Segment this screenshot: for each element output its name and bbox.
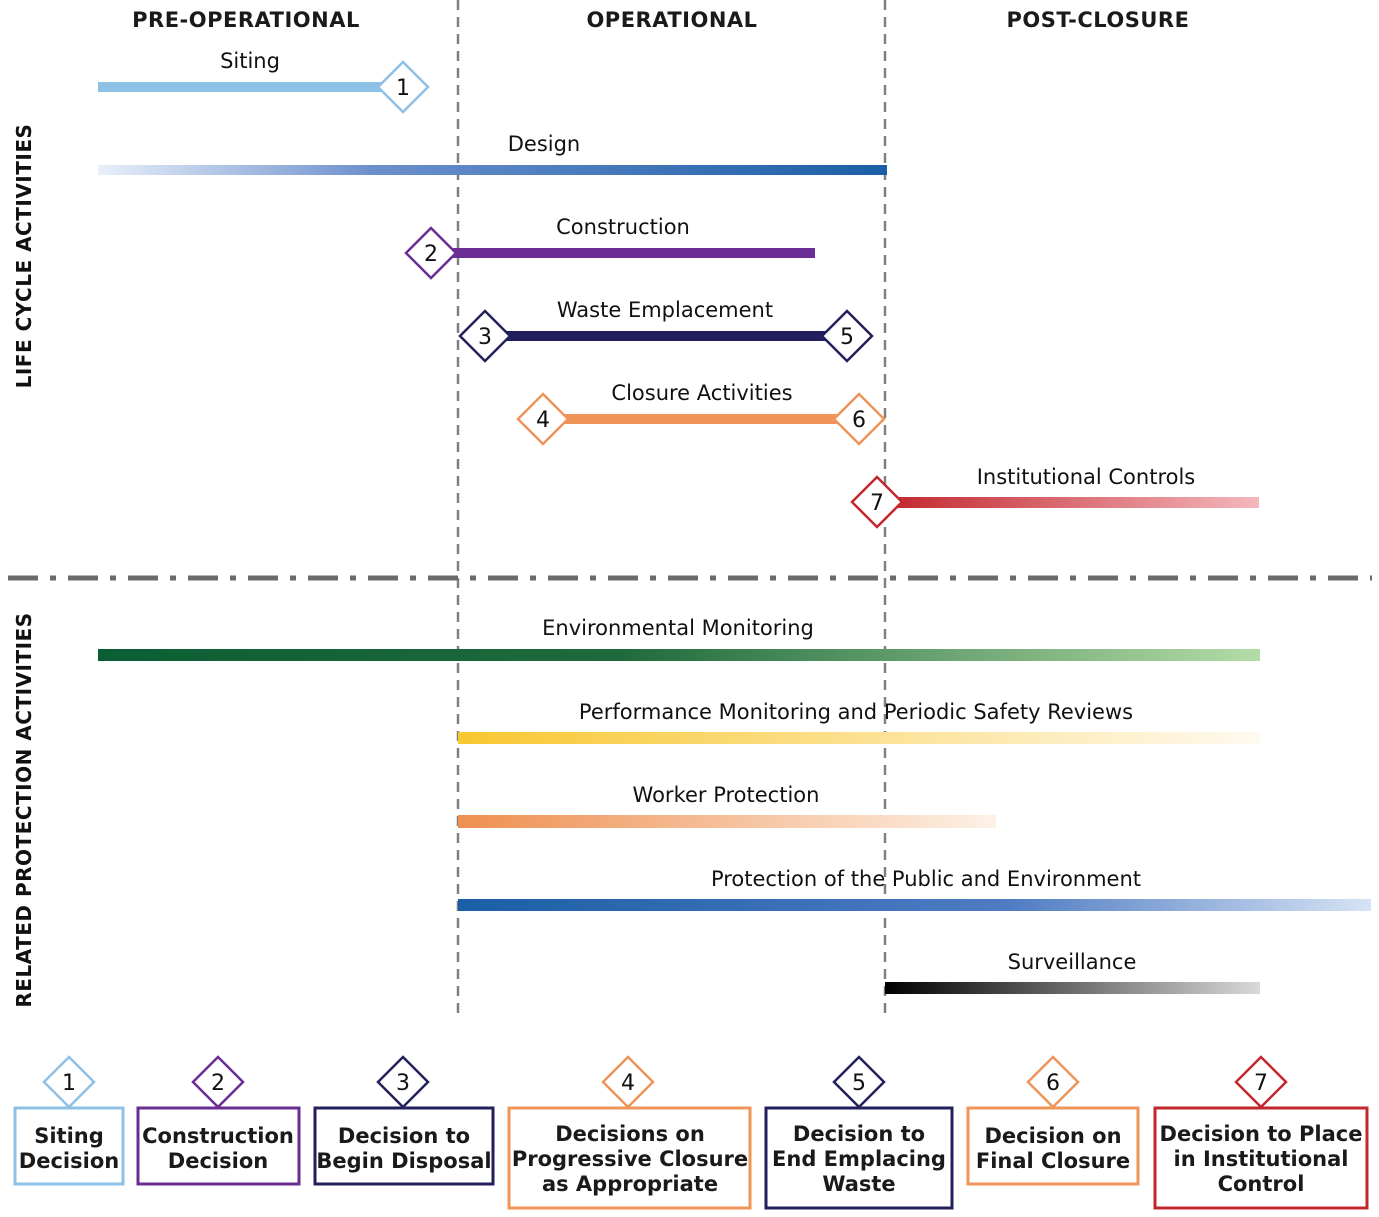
construction-bar — [440, 248, 815, 258]
legend-decision-4-number: 4 — [621, 1071, 635, 1096]
legend-decision-6: 6 Decision on Final Closure — [966, 1055, 1140, 1186]
section-label-life-cycle: LIFE CYCLE ACTIVITIES — [12, 124, 36, 389]
legend-decision-1-line-2: Decision — [19, 1149, 119, 1173]
construction-label: Construction — [556, 215, 690, 239]
activity-waste-emplacement: Waste Emplacement — [490, 298, 840, 341]
activity-institutional-controls: Institutional Controls — [885, 465, 1259, 508]
decision-diamond-2-number: 2 — [424, 242, 438, 267]
public-protection-label: Protection of the Public and Environment — [711, 867, 1141, 891]
decision-diamond-3: 3 — [458, 309, 512, 363]
legend-decision-3: 3 Decision to Begin Disposal — [313, 1055, 495, 1186]
public-protection-bar — [458, 899, 1371, 911]
legend-decision-2-box — [136, 1106, 301, 1186]
legend-decision-5-line-2: End Emplacing — [772, 1147, 946, 1171]
legend-decision-4-line-1: Decisions on — [555, 1122, 705, 1146]
legend-decision-7-number: 7 — [1254, 1071, 1268, 1096]
legend-decision-4-line-2: Progressive Closure — [512, 1147, 748, 1171]
legend-decision-3-line-1: Decision to — [338, 1124, 470, 1148]
decision-diamond-2: 2 — [404, 226, 458, 280]
legend-decision-1-line-1: Siting — [34, 1124, 104, 1148]
decision-diamond-5: 5 — [820, 309, 874, 363]
design-label: Design — [508, 132, 581, 156]
design-bar — [98, 165, 887, 175]
decision-diamond-1: 1 — [376, 60, 430, 114]
performance-monitoring-label: Performance Monitoring and Periodic Safe… — [579, 700, 1133, 724]
legend-decision-2-number: 2 — [211, 1071, 225, 1096]
legend-decision-5: 5 Decision to End Emplacing Waste — [764, 1055, 954, 1210]
legend-decision-4-line-3: as Appropriate — [542, 1172, 718, 1196]
legend-decision-6-box — [966, 1106, 1140, 1186]
legend-decision-3-number: 3 — [396, 1071, 410, 1096]
activity-public-protection: Protection of the Public and Environment — [458, 867, 1371, 911]
surveillance-label: Surveillance — [1008, 950, 1137, 974]
closure-label: Closure Activities — [611, 381, 792, 405]
decision-diamond-6: 6 — [832, 392, 886, 446]
waste-emplacement-label: Waste Emplacement — [557, 298, 773, 322]
surveillance-bar — [885, 982, 1260, 994]
legend-decision-1-number: 1 — [62, 1071, 76, 1096]
section-label-related: RELATED PROTECTION ACTIVITIES — [12, 612, 36, 1007]
legend-decision-3-box — [313, 1106, 495, 1186]
legend-decision-5-line-3: Waste — [822, 1172, 895, 1196]
activity-performance-monitoring: Performance Monitoring and Periodic Safe… — [458, 700, 1260, 744]
legend-decision-2-line-2: Decision — [168, 1149, 268, 1173]
legend-decision-2: 2 Construction Decision — [136, 1055, 301, 1186]
activity-closure: Closure Activities — [548, 381, 853, 424]
worker-protection-bar — [458, 815, 996, 828]
decision-diamond-4-number: 4 — [536, 408, 550, 433]
phase-post-closure: POST-CLOSURE — [1007, 8, 1190, 32]
legend-decision-3-line-2: Begin Disposal — [316, 1149, 491, 1173]
closure-bar — [548, 414, 853, 424]
legend-decision-6-number: 6 — [1046, 1071, 1060, 1096]
activity-design: Design — [98, 132, 887, 175]
legend-decision-5-number: 5 — [852, 1071, 866, 1096]
decision-diamond-1-number: 1 — [396, 76, 410, 101]
waste-emplacement-bar — [490, 331, 840, 341]
environmental-monitoring-bar — [98, 649, 1260, 661]
activity-siting: Siting — [98, 49, 388, 92]
phase-pre-operational: PRE-OPERATIONAL — [132, 8, 360, 32]
siting-bar — [98, 82, 388, 92]
decision-diamond-7: 7 — [850, 475, 904, 529]
decision-diamond-7-number: 7 — [870, 491, 884, 516]
decision-diamond-6-number: 6 — [852, 408, 866, 433]
legend-decision-7-line-1: Decision to Place — [1160, 1122, 1363, 1146]
performance-monitoring-bar — [458, 732, 1260, 744]
activity-surveillance: Surveillance — [885, 950, 1260, 994]
legend-decision-1: 1 Siting Decision — [13, 1055, 125, 1186]
legend-decision-4: 4 Decisions on Progressive Closure as Ap… — [507, 1055, 752, 1210]
decision-diamond-3-number: 3 — [478, 325, 492, 350]
legend-decision-7: 7 Decision to Place in Institutional Con… — [1153, 1055, 1369, 1210]
legend-decision-7-box — [1153, 1106, 1369, 1210]
institutional-controls-bar — [885, 497, 1259, 508]
legend-decision-5-box — [764, 1106, 954, 1210]
legend-decision-2-line-1: Construction — [142, 1124, 294, 1148]
legend-decision-7-line-2: in Institutional — [1174, 1147, 1349, 1171]
activity-environmental-monitoring: Environmental Monitoring — [98, 616, 1260, 661]
decision-diamond-4: 4 — [516, 392, 570, 446]
phase-operational: OPERATIONAL — [586, 8, 757, 32]
activity-construction: Construction — [440, 215, 815, 258]
environmental-monitoring-label: Environmental Monitoring — [542, 616, 814, 640]
legend-decision-1-box — [13, 1106, 125, 1186]
legend-decision-5-line-1: Decision to — [793, 1122, 925, 1146]
legend-decision-6-line-2: Final Closure — [976, 1149, 1130, 1173]
decision-diamond-5-number: 5 — [840, 325, 854, 350]
legend-decision-4-box — [507, 1106, 752, 1210]
legend-decision-6-line-1: Decision on — [984, 1124, 1121, 1148]
worker-protection-label: Worker Protection — [633, 783, 820, 807]
legend-decision-7-line-3: Control — [1218, 1172, 1305, 1196]
siting-label: Siting — [220, 49, 280, 73]
institutional-controls-label: Institutional Controls — [977, 465, 1196, 489]
activity-worker-protection: Worker Protection — [458, 783, 996, 828]
